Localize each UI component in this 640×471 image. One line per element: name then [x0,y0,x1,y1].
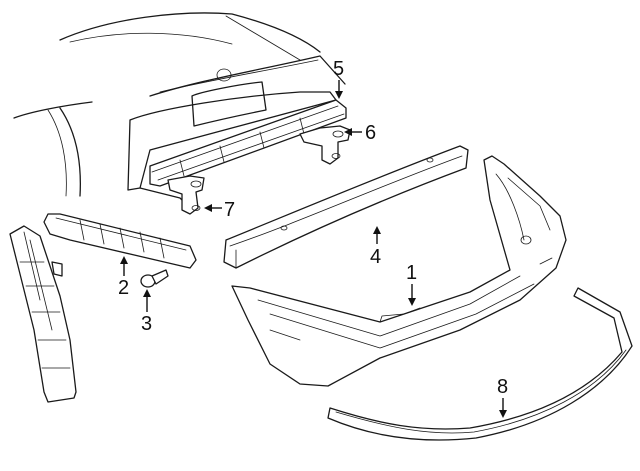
side-moulding [9,225,77,403]
arrow-icon [143,289,151,297]
callout-number: 7 [224,199,235,221]
callout-number: 6 [365,122,376,144]
side-guide-bracket-2 [43,213,197,269]
callout-number: 1 [406,262,417,284]
callout-number: 5 [333,58,344,80]
arrow-icon [120,256,128,264]
push-fastener-3 [140,269,169,288]
mounting-bracket-6 [299,125,351,165]
callout-6: 6 [344,122,376,144]
callout-7: 7 [204,199,235,221]
callout-number: 3 [141,313,152,335]
arrow-icon [204,204,212,212]
callout-number: 4 [370,246,381,268]
callout-1: 1 [406,262,417,306]
mounting-bracket-7 [167,175,205,215]
callout-number: 2 [118,277,129,299]
callout-4: 4 [370,226,381,268]
vehicle-rear-body [13,12,347,207]
arrow-icon [408,298,416,306]
arrow-icon [344,128,352,136]
bumper-cover-1 [231,155,567,387]
energy-absorber-4 [223,145,469,269]
arrow-icon [335,91,343,99]
callout-8: 8 [497,376,508,418]
arrow-icon [373,226,381,234]
lower-trim-strip-8 [327,287,633,441]
arrow-icon [499,410,507,418]
callout-5: 5 [333,58,344,99]
callout-3: 3 [141,289,152,335]
callout-number: 8 [497,376,508,398]
callout-2: 2 [118,256,129,299]
